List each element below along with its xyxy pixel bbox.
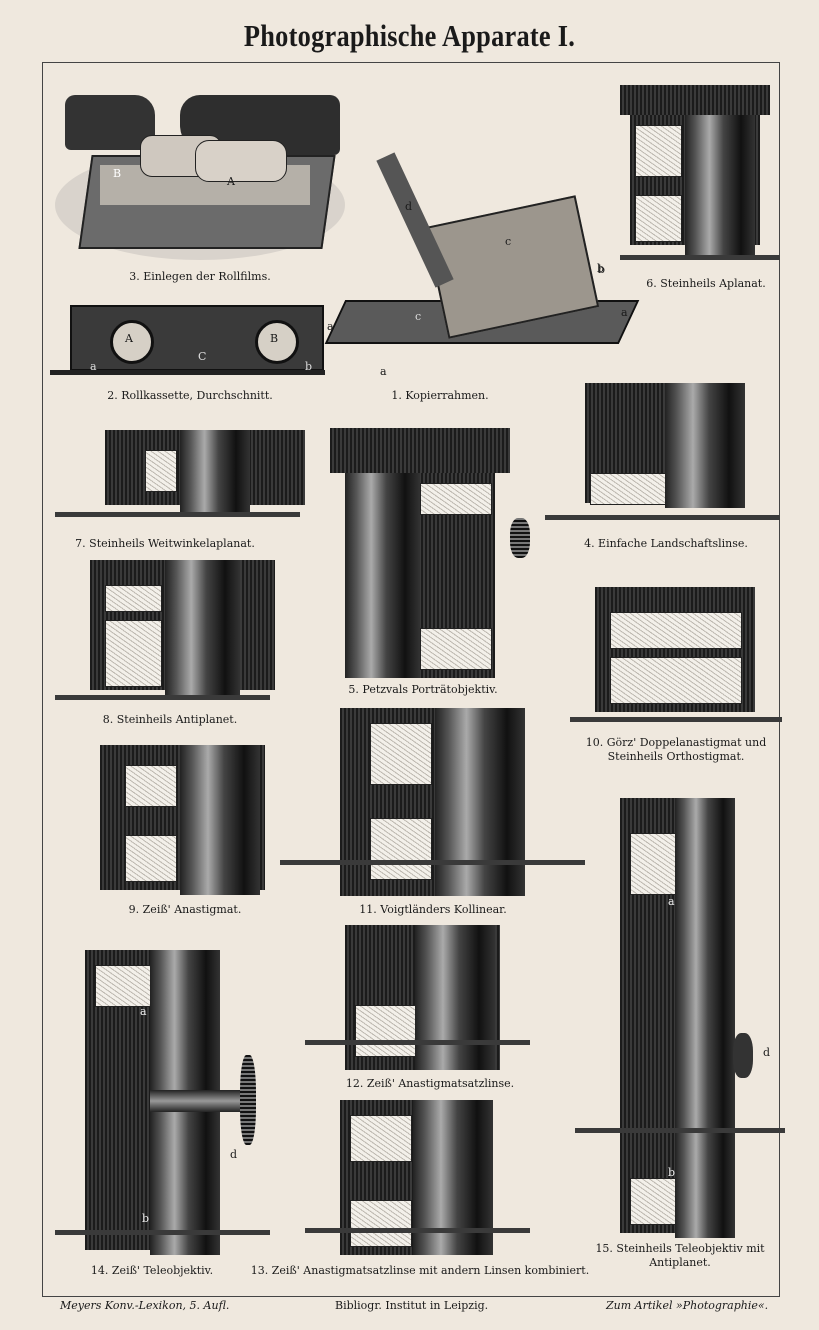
caption-line: 10. Görz' Doppelanastigmat und bbox=[585, 736, 767, 749]
footer-publication: Meyers Konv.-Lexikon, 5. Aufl. bbox=[60, 1299, 230, 1312]
caption-figure-3: 3. Einlegen der Rollfilms. bbox=[129, 270, 271, 283]
caption-figure-14: 14. Zeiß' Teleobjektiv. bbox=[90, 1264, 214, 1277]
caption-line: 15. Steinheils Teleobjektiv mit bbox=[595, 1242, 765, 1255]
caption-figure-5: 5. Petzvals Porträtobjektiv. bbox=[348, 683, 498, 696]
figure-11-illustration bbox=[280, 708, 585, 896]
page-title: Photographische Apparate I. bbox=[243, 18, 576, 53]
figure-10-illustration bbox=[570, 587, 782, 727]
figure-label: B bbox=[113, 167, 122, 180]
figure-label: a bbox=[668, 895, 675, 908]
caption-figure-6: 6. Steinheils Aplanat. bbox=[646, 277, 766, 290]
figure-label: d bbox=[230, 1148, 238, 1161]
footer-article: Zum Artikel »Photographie«. bbox=[606, 1299, 769, 1312]
caption-line: Antiplanet. bbox=[649, 1256, 711, 1269]
figure-label: c bbox=[415, 310, 422, 323]
figure-label: a bbox=[380, 365, 387, 378]
footer-publisher: Bibliogr. Institut in Leipzig. bbox=[335, 1299, 489, 1312]
caption-figure-2: 2. Rollkassette, Durchschnitt. bbox=[107, 389, 273, 402]
caption-figure-12: 12. Zeiß' Anastigmatsatzlinse. bbox=[345, 1077, 515, 1090]
figure-label: A bbox=[125, 332, 133, 345]
caption-figure-13: 13. Zeiß' Anastigmatsatzlinse mit andern… bbox=[250, 1264, 590, 1277]
figure-7-illustration bbox=[55, 430, 305, 525]
plate-frame bbox=[42, 62, 780, 1297]
caption-figure-15: 15. Steinheils Teleobjektiv mit Antiplan… bbox=[595, 1242, 764, 1270]
figure-label: d bbox=[405, 200, 413, 213]
figure-label: a bbox=[90, 360, 97, 373]
figure-14-illustration: a b d bbox=[55, 950, 270, 1255]
figure-2-illustration: A B C a b bbox=[50, 300, 325, 380]
figure-1-illustration: d c c b a a a bbox=[324, 140, 640, 380]
figure-label: b bbox=[668, 1166, 676, 1179]
figure-label: a bbox=[327, 320, 334, 333]
figure-13-illustration bbox=[305, 1100, 530, 1255]
figure-label: b bbox=[598, 263, 606, 276]
figure-4-illustration bbox=[545, 383, 780, 528]
caption-figure-1: 1. Kopierrahmen. bbox=[391, 389, 489, 402]
caption-figure-11: 11. Voigtländers Kollinear. bbox=[359, 903, 507, 916]
caption-figure-4: 4. Einfache Landschaftslinse. bbox=[584, 537, 748, 550]
figure-6-illustration: b bbox=[598, 85, 780, 276]
figure-9-illustration bbox=[55, 745, 270, 895]
figure-label: C bbox=[198, 350, 207, 363]
figure-8-illustration bbox=[55, 560, 275, 705]
figure-label: a bbox=[140, 1005, 147, 1018]
figure-label: d bbox=[763, 1046, 771, 1059]
figure-15-illustration: a b d bbox=[575, 798, 785, 1238]
figure-label: b bbox=[597, 262, 605, 275]
figure-5-illustration bbox=[325, 428, 545, 678]
figure-12-illustration bbox=[305, 925, 530, 1070]
figure-label: a bbox=[621, 306, 628, 319]
figure-label: c bbox=[505, 235, 512, 248]
caption-figure-8: 8. Steinheils Antiplanet. bbox=[102, 713, 238, 726]
figure-label: A bbox=[227, 175, 235, 188]
caption-figure-7: 7. Steinheils Weitwinkelaplanat. bbox=[75, 537, 255, 550]
caption-figure-9: 9. Zeiß' Anastigmat. bbox=[128, 903, 242, 916]
figure-label: B bbox=[270, 332, 279, 345]
caption-figure-10: 10. Görz' Doppelanastigmat und Steinheil… bbox=[586, 736, 766, 764]
figure-3-illustration: B A bbox=[55, 95, 345, 260]
figure-label: b bbox=[142, 1212, 150, 1225]
caption-line: Steinheils Orthostigmat. bbox=[607, 750, 745, 763]
figure-label: b bbox=[305, 360, 313, 373]
